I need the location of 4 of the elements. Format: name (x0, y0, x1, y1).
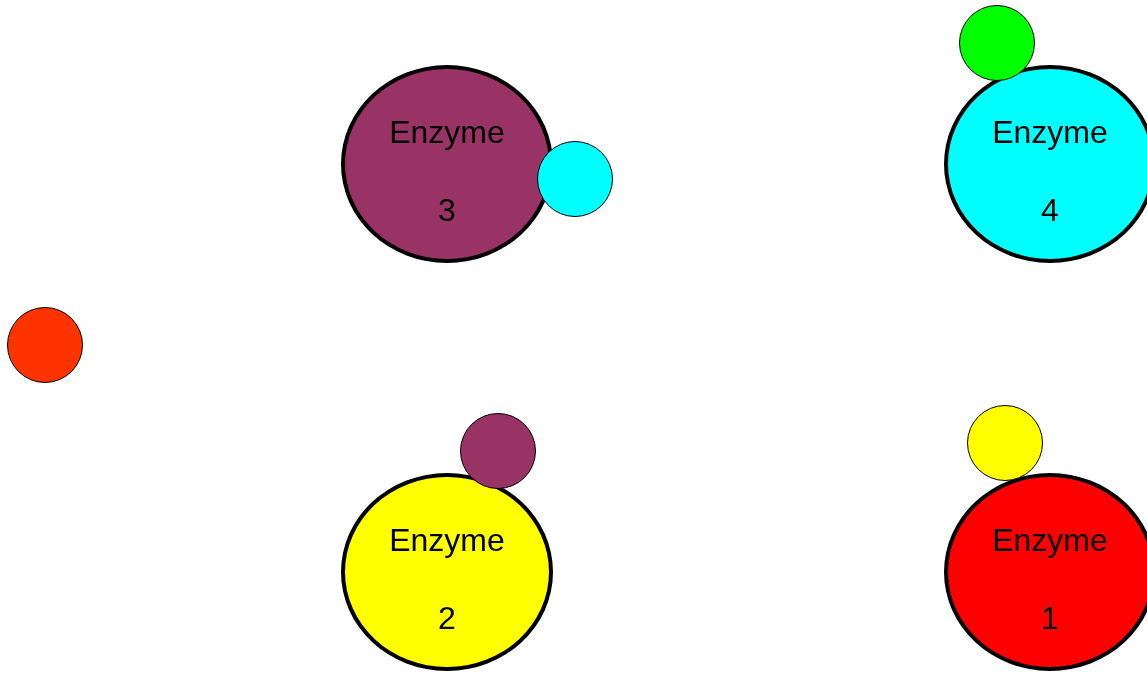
enzyme-label: Enzyme 4 (991, 113, 1109, 230)
enzyme-label: Enzyme 2 (388, 521, 506, 638)
enzyme-label: Enzyme 3 (388, 113, 506, 230)
enzyme-label: Enzyme 1 (991, 521, 1109, 638)
